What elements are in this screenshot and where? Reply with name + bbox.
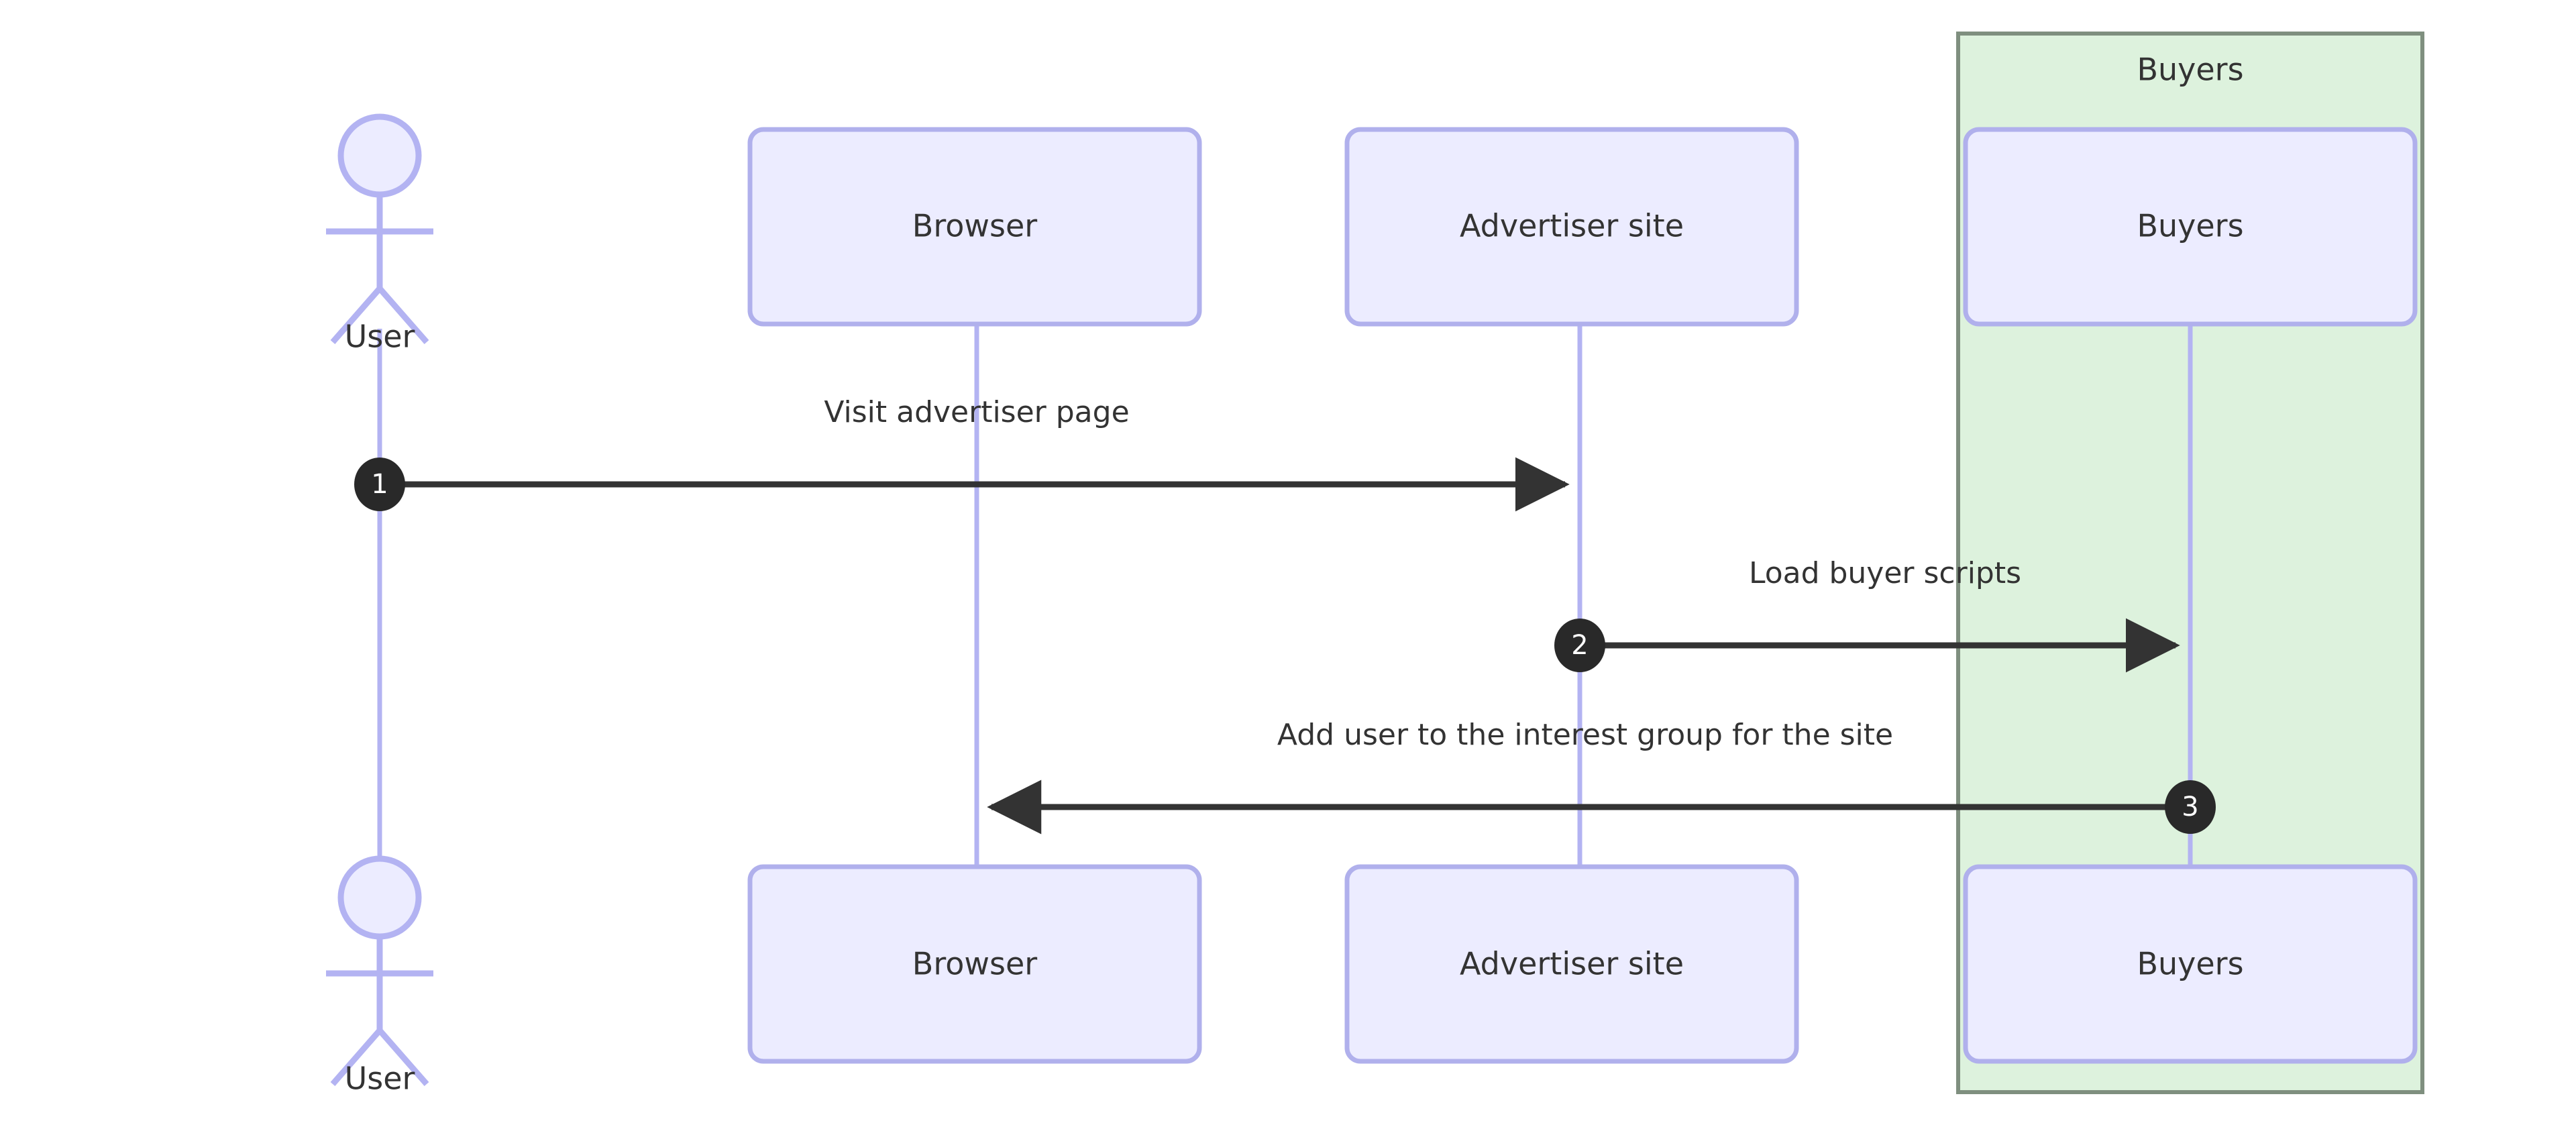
participant-buyers-top-label: Buyers bbox=[2137, 208, 2243, 244]
message-2-badge bbox=[1554, 619, 1605, 672]
actor-leg-left-icon bbox=[330, 286, 382, 344]
actor-leg-right-icon bbox=[377, 286, 429, 344]
participant-browser-top[interactable]: Browser bbox=[747, 127, 1202, 327]
message-3[interactable]: Add user to the interest group for the s… bbox=[987, 718, 2216, 835]
participant-buyers-bottom-rect bbox=[1963, 864, 2418, 1064]
actor-user-bottom-label: User bbox=[345, 1061, 415, 1097]
participant-advertiser-bottom[interactable]: Advertiser site bbox=[1344, 864, 1799, 1064]
participant-advertiser-top-label: Advertiser site bbox=[1460, 208, 1684, 244]
actor-user-bottom[interactable]: User bbox=[326, 855, 433, 1097]
message-1-number: 1 bbox=[371, 469, 388, 500]
message-2[interactable]: Load buyer scripts 2 bbox=[1554, 556, 2180, 673]
participant-browser-top-label: Browser bbox=[912, 208, 1037, 244]
message-1-badge bbox=[354, 458, 405, 511]
participant-buyers-top-rect bbox=[1963, 127, 2418, 327]
message-3-number: 3 bbox=[2182, 792, 2198, 822]
participant-buyers-bottom[interactable]: Buyers bbox=[1963, 864, 2418, 1064]
message-3-label: Add user to the interest group for the s… bbox=[1277, 718, 1893, 752]
group-buyers-label: Buyers bbox=[2137, 52, 2243, 88]
actor-user-top-label: User bbox=[345, 319, 415, 355]
participant-advertiser-bottom-label: Advertiser site bbox=[1460, 946, 1684, 982]
actor-head-bottom-icon bbox=[337, 855, 422, 940]
actor-user-top[interactable]: User bbox=[326, 113, 433, 355]
participant-advertiser-bottom-rect bbox=[1344, 864, 1799, 1064]
actor-leg-left-bottom-icon bbox=[330, 1028, 382, 1086]
actor-leg-right-bottom-icon bbox=[377, 1028, 429, 1086]
message-1[interactable]: Visit advertiser page 1 bbox=[354, 395, 1570, 512]
actor-head-icon bbox=[337, 113, 422, 198]
participant-browser-bottom-rect bbox=[747, 864, 1202, 1064]
participant-browser-bottom-label: Browser bbox=[912, 946, 1037, 982]
participant-advertiser-top[interactable]: Advertiser site bbox=[1344, 127, 1799, 327]
participant-browser-bottom[interactable]: Browser bbox=[747, 864, 1202, 1064]
message-1-label: Visit advertiser page bbox=[824, 395, 1129, 429]
message-3-badge bbox=[2165, 780, 2216, 834]
message-2-label: Load buyer scripts bbox=[1749, 556, 2021, 590]
participant-advertiser-top-rect bbox=[1344, 127, 1799, 327]
participant-browser-top-rect bbox=[747, 127, 1202, 327]
message-2-number: 2 bbox=[1571, 630, 1588, 661]
participant-buyers-top[interactable]: Buyers bbox=[1963, 127, 2418, 327]
participant-buyers-bottom-label: Buyers bbox=[2137, 946, 2243, 982]
